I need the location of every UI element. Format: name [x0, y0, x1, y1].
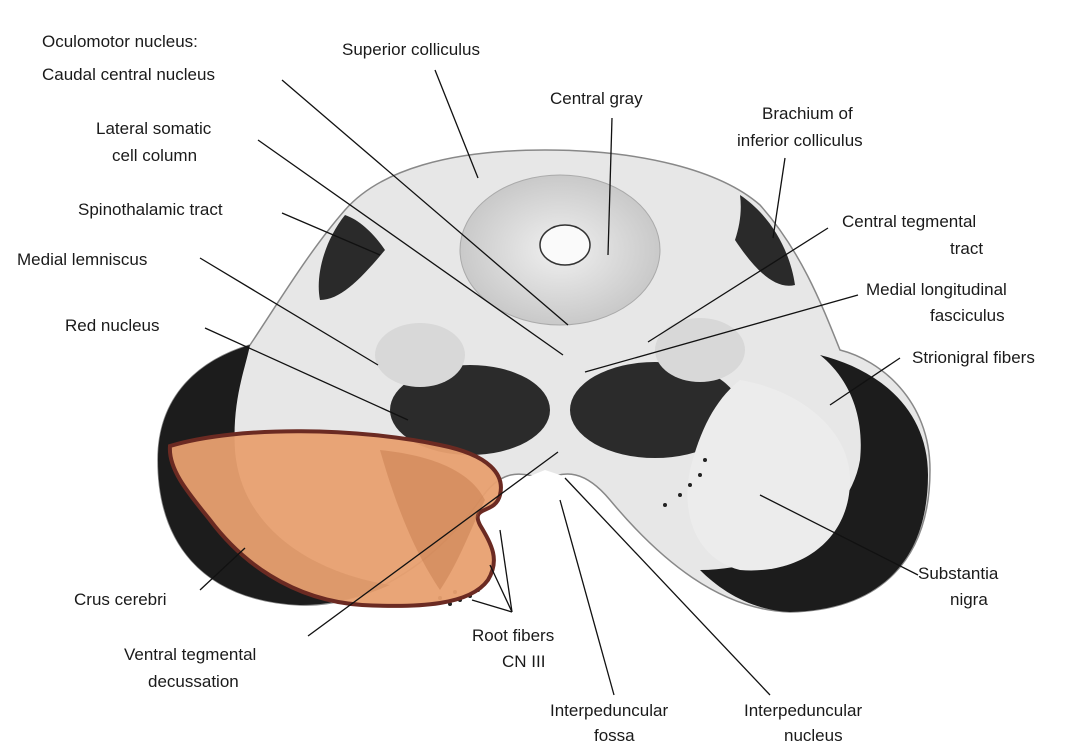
label-central-tegmental-2: tract [950, 239, 983, 258]
left-red-nucleus [375, 323, 465, 387]
leader-interpeduncular-fossa [560, 500, 614, 695]
label-caudal-central-nucleus: Caudal central nucleus [42, 65, 215, 84]
label-lateral-somatic-1: Lateral somatic [96, 119, 212, 138]
label-substantia-nigra-2: nigra [950, 590, 988, 609]
label-medial-lemniscus: Medial lemniscus [17, 250, 147, 269]
leader-root-fibers-a [472, 600, 512, 612]
label-interpeduncular-fossa-1: Interpeduncular [550, 701, 668, 720]
leader-brachium [773, 158, 785, 238]
label-brachium-2: inferior colliculus [737, 131, 863, 150]
label-mlf-2: fasciculus [930, 306, 1005, 325]
label-central-tegmental-1: Central tegmental [842, 212, 976, 231]
label-red-nucleus: Red nucleus [65, 316, 160, 335]
label-substantia-nigra-1: Substantia [918, 564, 999, 583]
label-mlf-1: Medial longitudinal [866, 280, 1007, 299]
right-red-nucleus [655, 318, 745, 382]
label-brachium-1: Brachium of [762, 104, 853, 123]
label-ventral-tegmental-2: decussation [148, 672, 239, 691]
label-root-fibers-1: Root fibers [472, 626, 554, 645]
label-spinothalamic-tract: Spinothalamic tract [78, 200, 223, 219]
label-superior-colliculus: Superior colliculus [342, 40, 480, 59]
label-lateral-somatic-2: cell column [112, 146, 197, 165]
cerebral-aqueduct [540, 225, 590, 265]
label-crus-cerebri: Crus cerebri [74, 590, 167, 609]
label-oculomotor-nucleus: Oculomotor nucleus: [42, 32, 198, 51]
label-interpeduncular-nucleus-2: nucleus [784, 726, 843, 745]
label-strionigral-fibers: Strionigral fibers [912, 348, 1035, 367]
label-central-gray: Central gray [550, 89, 643, 108]
label-root-fibers-2: CN III [502, 652, 545, 671]
label-interpeduncular-fossa-2: fossa [594, 726, 635, 745]
label-interpeduncular-nucleus-1: Interpeduncular [744, 701, 862, 720]
label-ventral-tegmental-1: Ventral tegmental [124, 645, 256, 664]
